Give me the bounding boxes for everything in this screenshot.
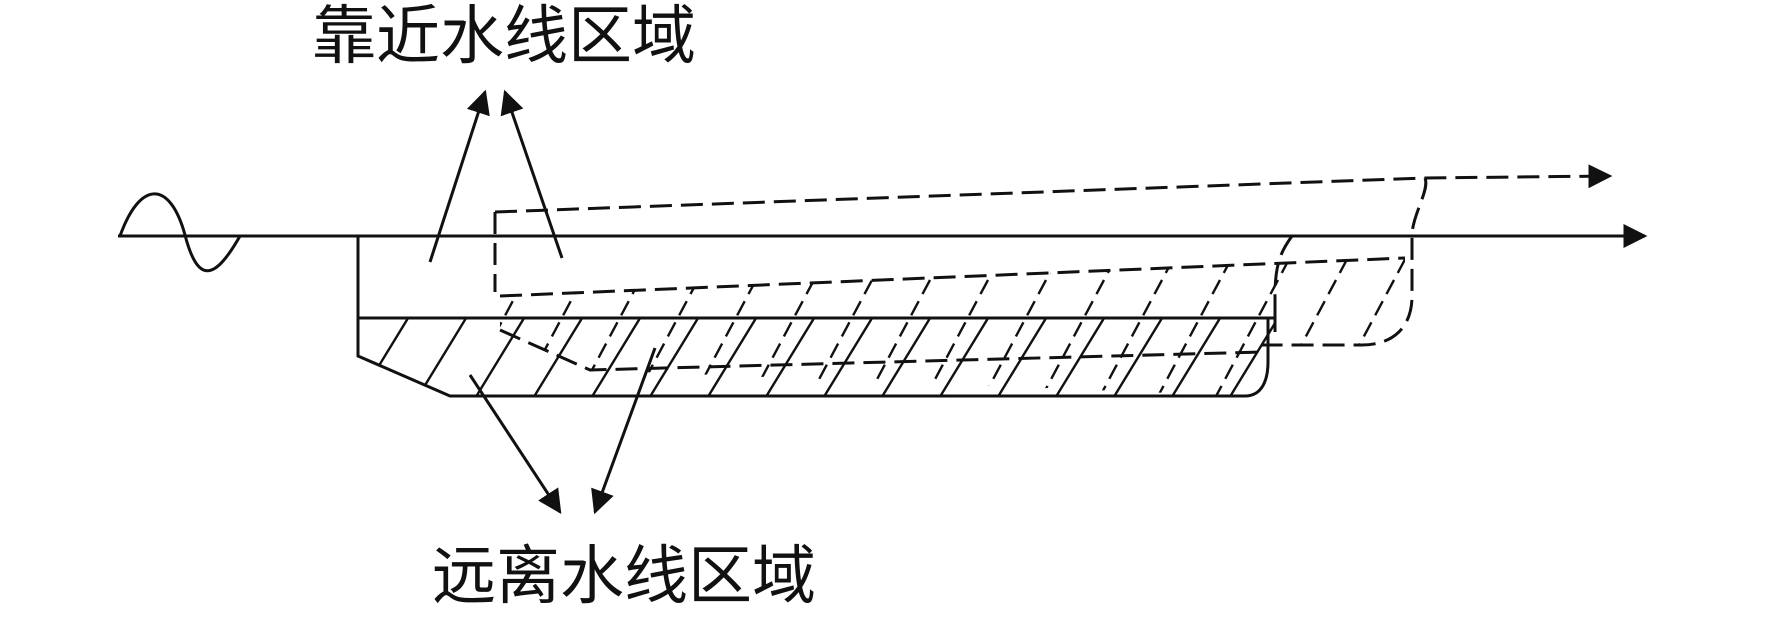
hatch-line <box>922 258 1006 396</box>
hatch-line <box>1038 258 1122 396</box>
hatch-line <box>762 318 821 396</box>
dashed-hull-lower <box>499 328 1263 372</box>
hatch-line <box>878 318 937 396</box>
dashed-hull-bow <box>1273 235 1294 297</box>
hatch-line <box>1168 318 1227 396</box>
hatch-line <box>1226 318 1275 396</box>
hatch-line <box>748 258 832 396</box>
hatch-line <box>1154 258 1238 396</box>
far-pointer-arrow-right <box>591 347 657 515</box>
hatch-line <box>414 318 473 396</box>
near-pointer-arrow-right <box>500 89 564 259</box>
near-pointer-arrow-left <box>428 89 490 263</box>
hatch-line <box>1270 258 1354 396</box>
dashed-hull-outline <box>1262 177 1428 347</box>
hatch-line <box>632 258 716 396</box>
hatch-line <box>806 258 890 396</box>
wave-curve <box>118 192 242 273</box>
dashed-hull-deck <box>499 256 1406 298</box>
hatch-line <box>530 318 589 396</box>
hatch-line <box>1052 318 1111 396</box>
hatch-line <box>1386 258 1405 396</box>
hatch-line <box>588 318 647 396</box>
hatch-line <box>472 318 531 396</box>
hatch-line <box>820 318 879 396</box>
dashed-hatch <box>500 258 1405 396</box>
solid-hull-outline <box>356 236 1270 398</box>
near-waterline-label: 靠近水线区域 <box>312 0 696 74</box>
hatch-line <box>690 258 774 396</box>
hatch-line <box>980 258 1064 396</box>
far-waterline-label: 远离水线区域 <box>432 540 816 614</box>
hatch-line <box>864 258 948 396</box>
hatch-line <box>936 318 995 396</box>
hatch-line <box>300 310 355 400</box>
hatch-line <box>994 318 1053 396</box>
hatch-line <box>1096 258 1180 396</box>
hatch-line <box>1110 318 1169 396</box>
hatch-line <box>646 318 705 396</box>
hatch-line <box>1212 258 1296 396</box>
hatch-line <box>516 258 600 396</box>
far-pointer-arrow-left <box>468 374 562 515</box>
hatch-line <box>1328 258 1405 396</box>
hatch-line <box>704 318 763 396</box>
hatch-line <box>358 318 415 396</box>
